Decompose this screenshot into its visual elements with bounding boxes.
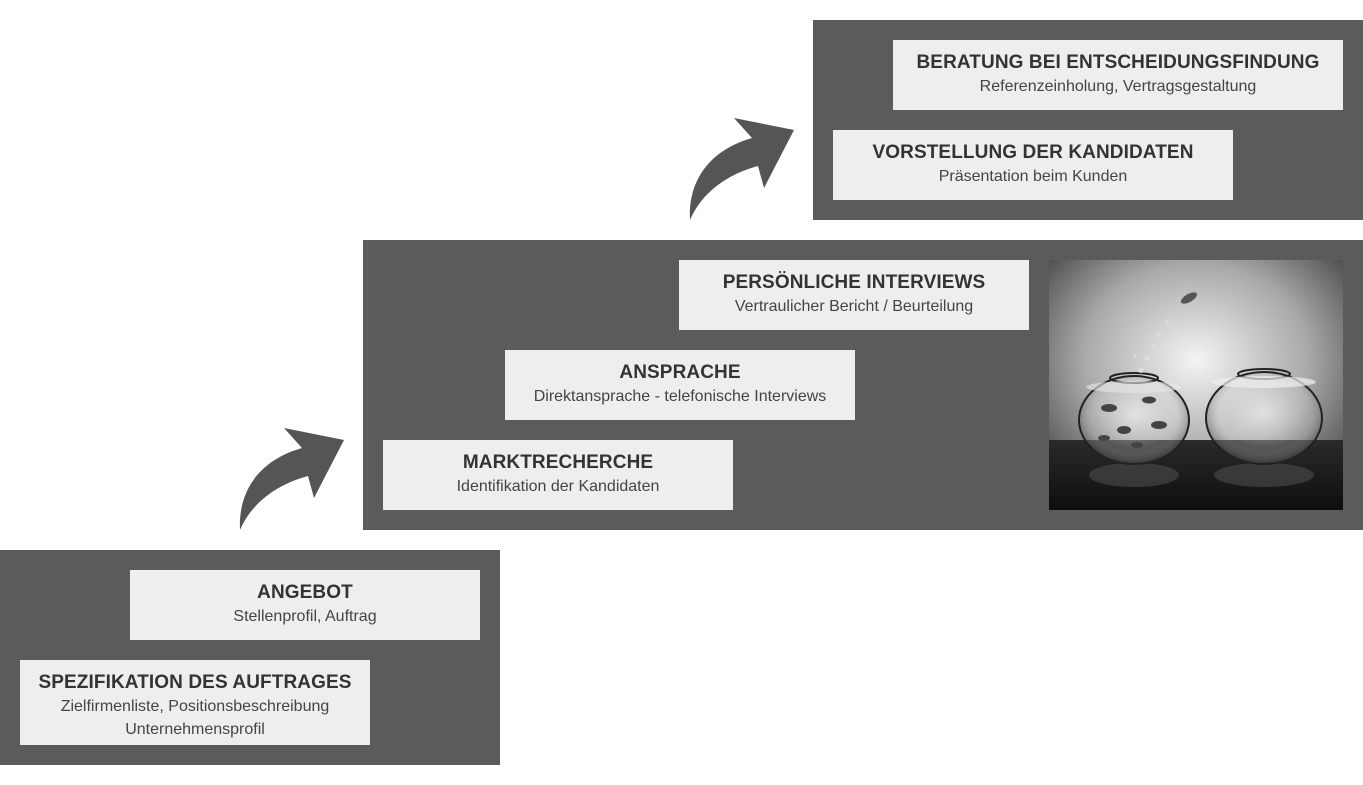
step-vorstellung-card: VORSTELLUNG DER KANDIDATEN Präsentation … bbox=[833, 130, 1233, 200]
step-ansprache-card: ANSPRACHE Direktansprache - telefonische… bbox=[505, 350, 855, 420]
step-angebot-card: ANGEBOT Stellenprofil, Auftrag bbox=[130, 570, 480, 640]
step-marktrecherche-subtitle: Identifikation der Kandidaten bbox=[456, 478, 660, 495]
fishbowl-photo bbox=[1049, 260, 1343, 510]
step-vorstellung-title: VORSTELLUNG DER KANDIDATEN bbox=[872, 142, 1194, 163]
step-vorstellung-subtitle: Präsentation beim Kunden bbox=[938, 168, 1128, 185]
step-marktrecherche-title: MARKTRECHERCHE bbox=[462, 452, 654, 473]
step-ansprache-subtitle: Direktansprache - telefonische Interview… bbox=[533, 388, 827, 405]
step-spezifikation-title: SPEZIFIKATION DES AUFTRAGES bbox=[38, 672, 352, 693]
curved-arrow-up-right-icon bbox=[239, 428, 344, 530]
step-beratung-title: BERATUNG BEI ENTSCHEIDUNGSFINDUNG bbox=[916, 52, 1320, 73]
step-interviews-card: PERSÖNLICHE INTERVIEWS Vertraulicher Ber… bbox=[679, 260, 1029, 330]
curved-arrow-up-right-icon bbox=[689, 118, 794, 220]
step-interviews-subtitle: Vertraulicher Bericht / Beurteilung bbox=[734, 298, 974, 315]
step-marktrecherche-card: MARKTRECHERCHE Identifikation der Kandid… bbox=[383, 440, 733, 510]
step-beratung-card: BERATUNG BEI ENTSCHEIDUNGSFINDUNG Refere… bbox=[893, 40, 1343, 110]
step-angebot-subtitle: Stellenprofil, Auftrag bbox=[233, 608, 377, 625]
step-spezifikation-subtitle-line2: Unternehmensprofil bbox=[125, 721, 265, 738]
step-spezifikation-card: SPEZIFIKATION DES AUFTRAGES Zielfirmenli… bbox=[20, 660, 370, 745]
step-beratung-subtitle: Referenzeinholung, Vertragsgestaltung bbox=[979, 78, 1257, 95]
step-angebot-title: ANGEBOT bbox=[257, 582, 353, 603]
step-interviews-title: PERSÖNLICHE INTERVIEWS bbox=[722, 272, 986, 293]
step-ansprache-title: ANSPRACHE bbox=[619, 362, 741, 383]
step-spezifikation-subtitle-line1: Zielfirmenliste, Positionsbeschreibung bbox=[60, 698, 330, 715]
